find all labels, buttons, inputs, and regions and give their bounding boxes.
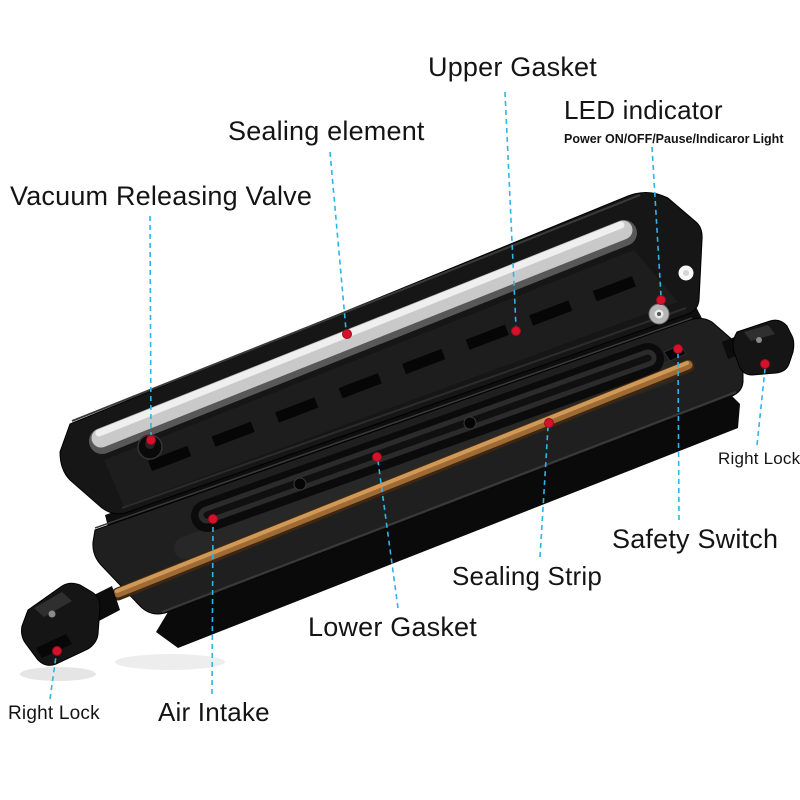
marker-led-indicator: [656, 295, 666, 305]
marker-sealing-element: [342, 329, 352, 339]
label-sealing-strip: Sealing Strip: [452, 561, 603, 591]
lid-vent-slots: [148, 271, 647, 472]
channel-port-right: [463, 416, 477, 430]
base: [92, 317, 744, 648]
base-front-rim: [161, 391, 737, 613]
marker-right-lock-right: [760, 359, 770, 369]
lid: [59, 192, 703, 515]
leader-air-intake: [211, 523, 214, 695]
left-lock-clip: [21, 582, 120, 666]
marker-sealing-strip: [544, 418, 554, 428]
marker-upper-gasket: [511, 326, 521, 336]
label-led-indicator-group: LED indicator Power ON/OFF/Pause/Indicar…: [564, 95, 784, 146]
marker-right-lock-left: [52, 646, 62, 656]
sealing-element-bar: [89, 220, 637, 454]
shadow-base: [115, 654, 225, 670]
leader-lines: [49, 91, 766, 700]
label-right-lock-left: Right Lock: [8, 703, 100, 724]
base-front-face: [156, 396, 740, 648]
leader-sealing-element: [329, 151, 347, 331]
leader-upper-gasket: [504, 91, 517, 328]
label-right-lock-right: Right Lock: [718, 449, 800, 468]
part-markers: [52, 295, 770, 656]
label-air-intake: Air Intake: [158, 697, 270, 727]
shadow-left: [20, 667, 96, 681]
lid-hole-inner: [683, 270, 689, 276]
label-lower-gasket: Lower Gasket: [308, 612, 477, 642]
leader-lower-gasket: [377, 460, 399, 609]
right-lock-clip: [722, 319, 795, 376]
leader-sealing-strip: [539, 426, 549, 558]
leader-right-lock-right: [756, 368, 766, 446]
marker-safety-switch: [673, 344, 683, 354]
leader-right-lock-left: [49, 655, 57, 700]
leader-led-indicator: [651, 146, 662, 297]
leader-vacuum-releasing-valve: [149, 215, 152, 436]
channel-port-left: [293, 477, 307, 491]
led-indicator-part: [648, 303, 670, 325]
lid-hinge-edge: [121, 307, 687, 509]
label-safety-switch: Safety Switch: [612, 524, 779, 554]
vacuum-channel: [191, 343, 664, 532]
label-led-indicator: LED indicator: [564, 95, 723, 125]
base-far-rim: [94, 317, 693, 529]
label-vacuum-releasing-valve: Vacuum Releasing Valve: [10, 181, 313, 211]
lid-far-edge: [71, 194, 641, 422]
marker-vacuum-releasing-valve: [146, 435, 156, 445]
label-sealing-element: Sealing element: [228, 116, 425, 146]
leader-safety-switch: [677, 353, 680, 521]
label-upper-gasket: Upper Gasket: [428, 52, 597, 82]
label-led-indicator-sub: Power ON/OFF/Pause/Indicaror Light: [564, 131, 784, 146]
marker-air-intake: [208, 514, 218, 524]
marker-lower-gasket: [372, 452, 382, 462]
